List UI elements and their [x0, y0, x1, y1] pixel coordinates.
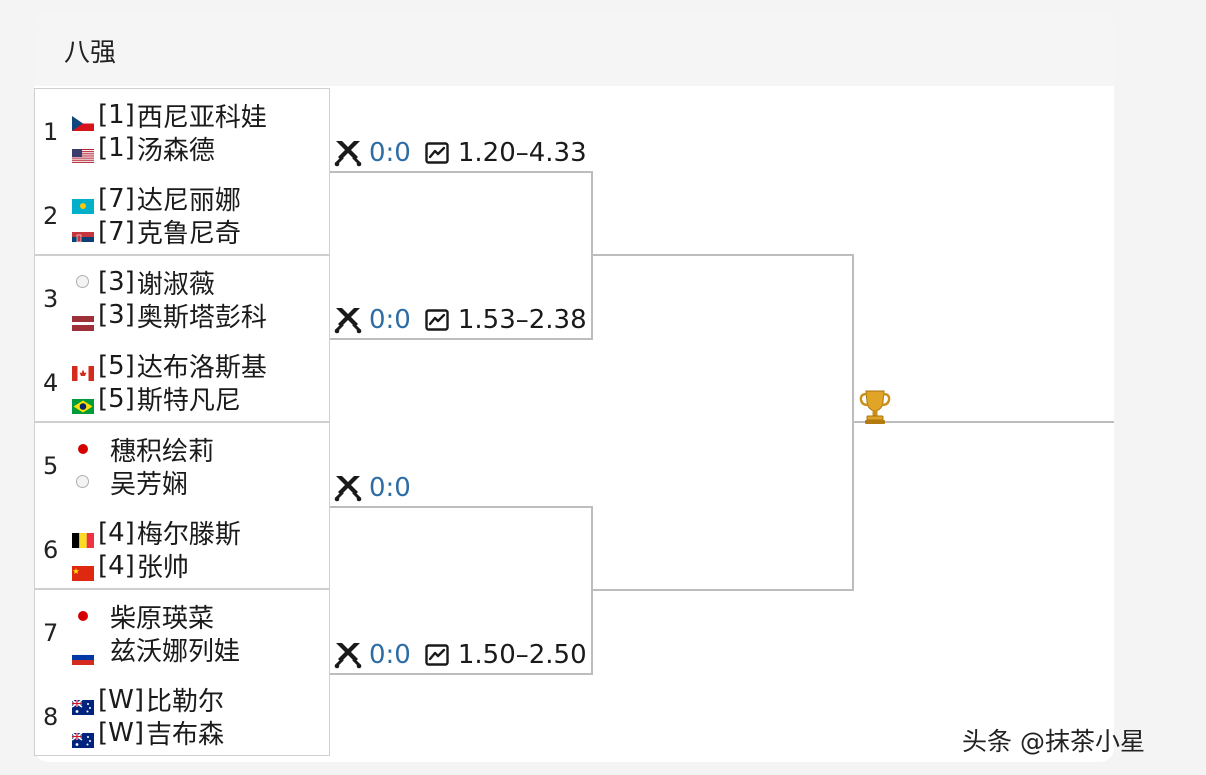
player-row[interactable]: 柴原瑛菜	[72, 600, 215, 634]
chart-icon	[425, 142, 449, 164]
canada-flag-icon	[72, 358, 94, 381]
player-name: 张帅	[136, 553, 189, 583]
seed-position: 5	[43, 452, 59, 480]
qf-connector-line	[330, 673, 592, 675]
page-title: 八强	[64, 38, 117, 68]
qf-connector-line	[330, 338, 592, 340]
seed-position: 4	[43, 368, 59, 397]
seed-position: 2	[43, 201, 59, 230]
qf-connector-line	[330, 171, 592, 173]
player-row[interactable]: [1]汤森德	[72, 132, 215, 166]
card-header: 八强	[34, 12, 1114, 86]
watermark: 头条 @抹茶小星	[962, 727, 1145, 756]
final-connector-line	[853, 421, 1114, 423]
trophy-icon	[858, 388, 892, 426]
player-name: 兹沃娜列娃	[110, 636, 241, 667]
belgium-flag-icon	[72, 525, 94, 548]
player-row[interactable]: 兹沃娜列娃	[71, 633, 241, 667]
player-name: 西尼亚科娃	[136, 102, 267, 133]
player-row[interactable]: [3]谢淑薇	[72, 266, 215, 300]
chart-icon	[425, 644, 449, 666]
player-name: 达尼丽娜	[136, 186, 241, 216]
player-seed: [4]	[98, 550, 135, 581]
match-score: 0:0	[369, 305, 411, 335]
player-row[interactable]: [3]奥斯塔彭科	[72, 299, 267, 333]
brazil-flag-icon	[72, 391, 94, 414]
sf-connector-line	[592, 254, 853, 256]
player-name: 谢淑薇	[136, 269, 215, 300]
player-row[interactable]: [4]梅尔滕斯	[72, 517, 241, 550]
player-name: 比勒尔	[146, 687, 225, 717]
player-row[interactable]: [1]西尼亚科娃	[72, 99, 267, 133]
player-name: 柴原瑛菜	[110, 603, 215, 634]
swords-icon	[333, 473, 363, 503]
seed-position: 8	[43, 702, 59, 731]
player-seed: [3]	[98, 300, 135, 330]
player-seed: [W]	[98, 717, 144, 748]
russia-flag-icon	[71, 642, 95, 665]
serbia-flag-icon	[72, 224, 94, 247]
china-flag-icon	[72, 558, 94, 581]
player-row[interactable]: [W]吉布森	[71, 717, 225, 750]
chart-icon	[425, 309, 449, 331]
qf-match-info[interactable]: 0:0 1.50–2.50	[333, 640, 587, 670]
seed-position: 7	[43, 619, 59, 647]
sf-connector-line	[592, 589, 853, 591]
kazakhstan-flag-icon	[72, 191, 94, 214]
australia-flag-icon	[71, 725, 94, 748]
player-name: 斯特凡尼	[136, 386, 241, 416]
emblem-flag-icon	[72, 474, 94, 490]
swords-icon	[333, 305, 363, 335]
player-name: 奥斯塔彭科	[136, 302, 267, 333]
match-score: 0:0	[369, 138, 411, 168]
match-odds: 1.20–4.33	[457, 138, 587, 168]
player-name: 汤森德	[136, 135, 215, 166]
player-name: 吴芳娴	[110, 469, 189, 500]
australia-flag-icon	[71, 692, 94, 715]
player-row[interactable]: [5]达布洛斯基	[72, 350, 267, 383]
usa-flag-icon	[72, 141, 94, 164]
player-row[interactable]: [W]比勒尔	[71, 684, 225, 717]
seed-position: 6	[43, 535, 59, 564]
player-seed: [1]	[98, 100, 135, 130]
player-seed: [5]	[98, 350, 135, 381]
player-name: 吉布森	[146, 720, 225, 750]
player-seed: [4]	[98, 517, 135, 548]
player-row[interactable]: [5]斯特凡尼	[72, 383, 241, 416]
qf-match-info[interactable]: 0:0 1.53–2.38	[333, 305, 587, 335]
japan-flag-icon	[72, 609, 94, 624]
player-row[interactable]: 穗积绘莉	[72, 433, 215, 467]
latvia-flag-icon	[72, 308, 94, 331]
player-row[interactable]: [7]达尼丽娜	[72, 183, 241, 216]
player-seed: [7]	[98, 183, 135, 214]
player-seed: [3]	[98, 267, 135, 297]
swords-icon	[333, 138, 363, 168]
qf-match-info[interactable]: 0:0	[333, 473, 411, 503]
player-row[interactable]: [4]张帅	[72, 550, 189, 583]
player-row[interactable]: 吴芳娴	[72, 466, 189, 500]
match-score: 0:0	[369, 473, 411, 503]
emblem-flag-icon	[72, 274, 94, 290]
seed-position: 1	[43, 118, 59, 146]
swords-icon	[333, 640, 363, 670]
japan-flag-icon	[72, 442, 94, 457]
player-name: 克鲁尼奇	[136, 219, 241, 249]
player-name: 梅尔滕斯	[136, 520, 241, 550]
seed-position: 3	[43, 285, 59, 313]
player-seed: [1]	[98, 133, 135, 163]
czech-flag-icon	[72, 108, 94, 131]
player-name: 穗积绘莉	[110, 436, 215, 467]
qf-connector-line	[330, 506, 592, 508]
qf-match-info[interactable]: 0:0 1.20–4.33	[333, 138, 587, 168]
match-score: 0:0	[369, 640, 411, 670]
player-seed: [W]	[98, 684, 144, 715]
player-seed: [5]	[98, 383, 135, 414]
player-row[interactable]: [7]克鲁尼奇	[72, 216, 241, 249]
match-odds: 1.50–2.50	[457, 640, 587, 670]
player-name: 达布洛斯基	[136, 353, 267, 383]
player-seed: [7]	[98, 216, 135, 247]
matchup-box	[34, 589, 330, 756]
match-odds: 1.53–2.38	[457, 305, 587, 335]
